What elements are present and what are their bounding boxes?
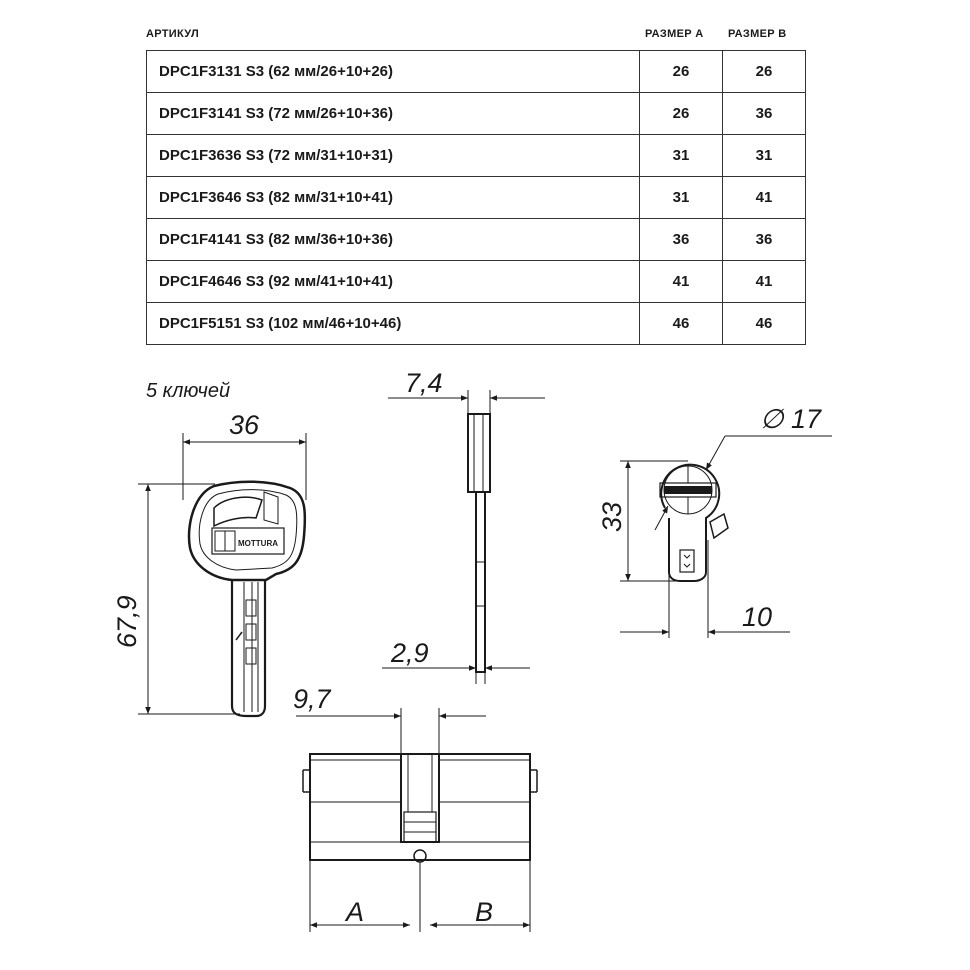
header-size-a: РАЗМЕР А — [645, 28, 704, 40]
cam-offset-label: 10 — [742, 602, 772, 632]
header-size-b: РАЗМЕР В — [728, 28, 787, 40]
blade-thickness-dimension — [382, 665, 530, 684]
header-article: АРТИКУЛ — [146, 28, 199, 40]
size-b-cell: 36 — [722, 218, 806, 261]
table-row: DPC1F3636 S3 (72 мм/31+10+31) 31 31 — [146, 134, 806, 177]
article-cell: DPC1F4646 S3 (92 мм/41+10+41) — [146, 260, 640, 303]
cam-offset-dimension — [620, 540, 790, 638]
size-a-cell: 26 — [639, 50, 723, 93]
center-width-dimension — [296, 708, 486, 754]
size-a-dimension — [309, 860, 531, 932]
table-row: DPC1F5151 S3 (102 мм/46+10+46) 46 46 — [146, 302, 806, 345]
diameter-label: ∅ 17 — [760, 404, 822, 434]
size-b-cell: 41 — [722, 260, 806, 303]
size-a-cell: 26 — [639, 92, 723, 135]
table-row: DPC1F3141 S3 (72 мм/26+10+36) 26 36 — [146, 92, 806, 135]
diameter-dimension — [654, 435, 832, 531]
article-cell: DPC1F3636 S3 (72 мм/31+10+31) — [146, 134, 640, 177]
key-length-dimension — [138, 483, 240, 715]
key-outline: MOTTURA — [187, 480, 307, 718]
blade-thickness-label: 2,9 — [390, 638, 429, 668]
size-b-cell: 26 — [722, 50, 806, 93]
key-thickness-label: 7,4 — [405, 368, 443, 398]
size-a-label: A — [344, 897, 364, 927]
article-cell: DPC1F3131 S3 (62 мм/26+10+26) — [146, 50, 640, 93]
table-row: DPC1F4141 S3 (82 мм/36+10+36) 36 36 — [146, 218, 806, 261]
brand-label: MOTTURA — [238, 539, 278, 548]
size-b-cell: 41 — [722, 176, 806, 219]
table-row: DPC1F3646 S3 (82 мм/31+10+41) 31 41 — [146, 176, 806, 219]
article-cell: DPC1F3141 S3 (72 мм/26+10+36) — [146, 92, 640, 135]
article-cell: DPC1F5151 S3 (102 мм/46+10+46) — [146, 302, 640, 345]
table-row: DPC1F3131 S3 (62 мм/26+10+26) 26 26 — [146, 50, 806, 93]
size-a-cell: 41 — [639, 260, 723, 303]
key-width-label: 36 — [229, 410, 260, 440]
height-label: 33 — [597, 502, 627, 532]
cylinder-profile-outline — [659, 463, 729, 582]
center-width-label: 9,7 — [293, 684, 332, 714]
cylinder-side-outline — [302, 753, 538, 863]
size-b-cell: 46 — [722, 302, 806, 345]
keys-note: 5 ключей — [146, 380, 230, 402]
size-a-cell: 31 — [639, 176, 723, 219]
article-cell: DPC1F4141 S3 (82 мм/36+10+36) — [146, 218, 640, 261]
size-b-cell: 36 — [722, 92, 806, 135]
height-dimension — [620, 460, 690, 582]
key-side-outline — [467, 413, 491, 673]
key-length-label: 67,9 — [112, 595, 142, 648]
spec-table: DPC1F3131 S3 (62 мм/26+10+26) 26 26 DPC1… — [146, 50, 806, 345]
table-row: DPC1F4646 S3 (92 мм/41+10+41) 41 41 — [146, 260, 806, 303]
size-b-label: B — [475, 897, 493, 927]
key-width-dimension — [182, 433, 307, 500]
key-thickness-dimension — [388, 390, 545, 414]
